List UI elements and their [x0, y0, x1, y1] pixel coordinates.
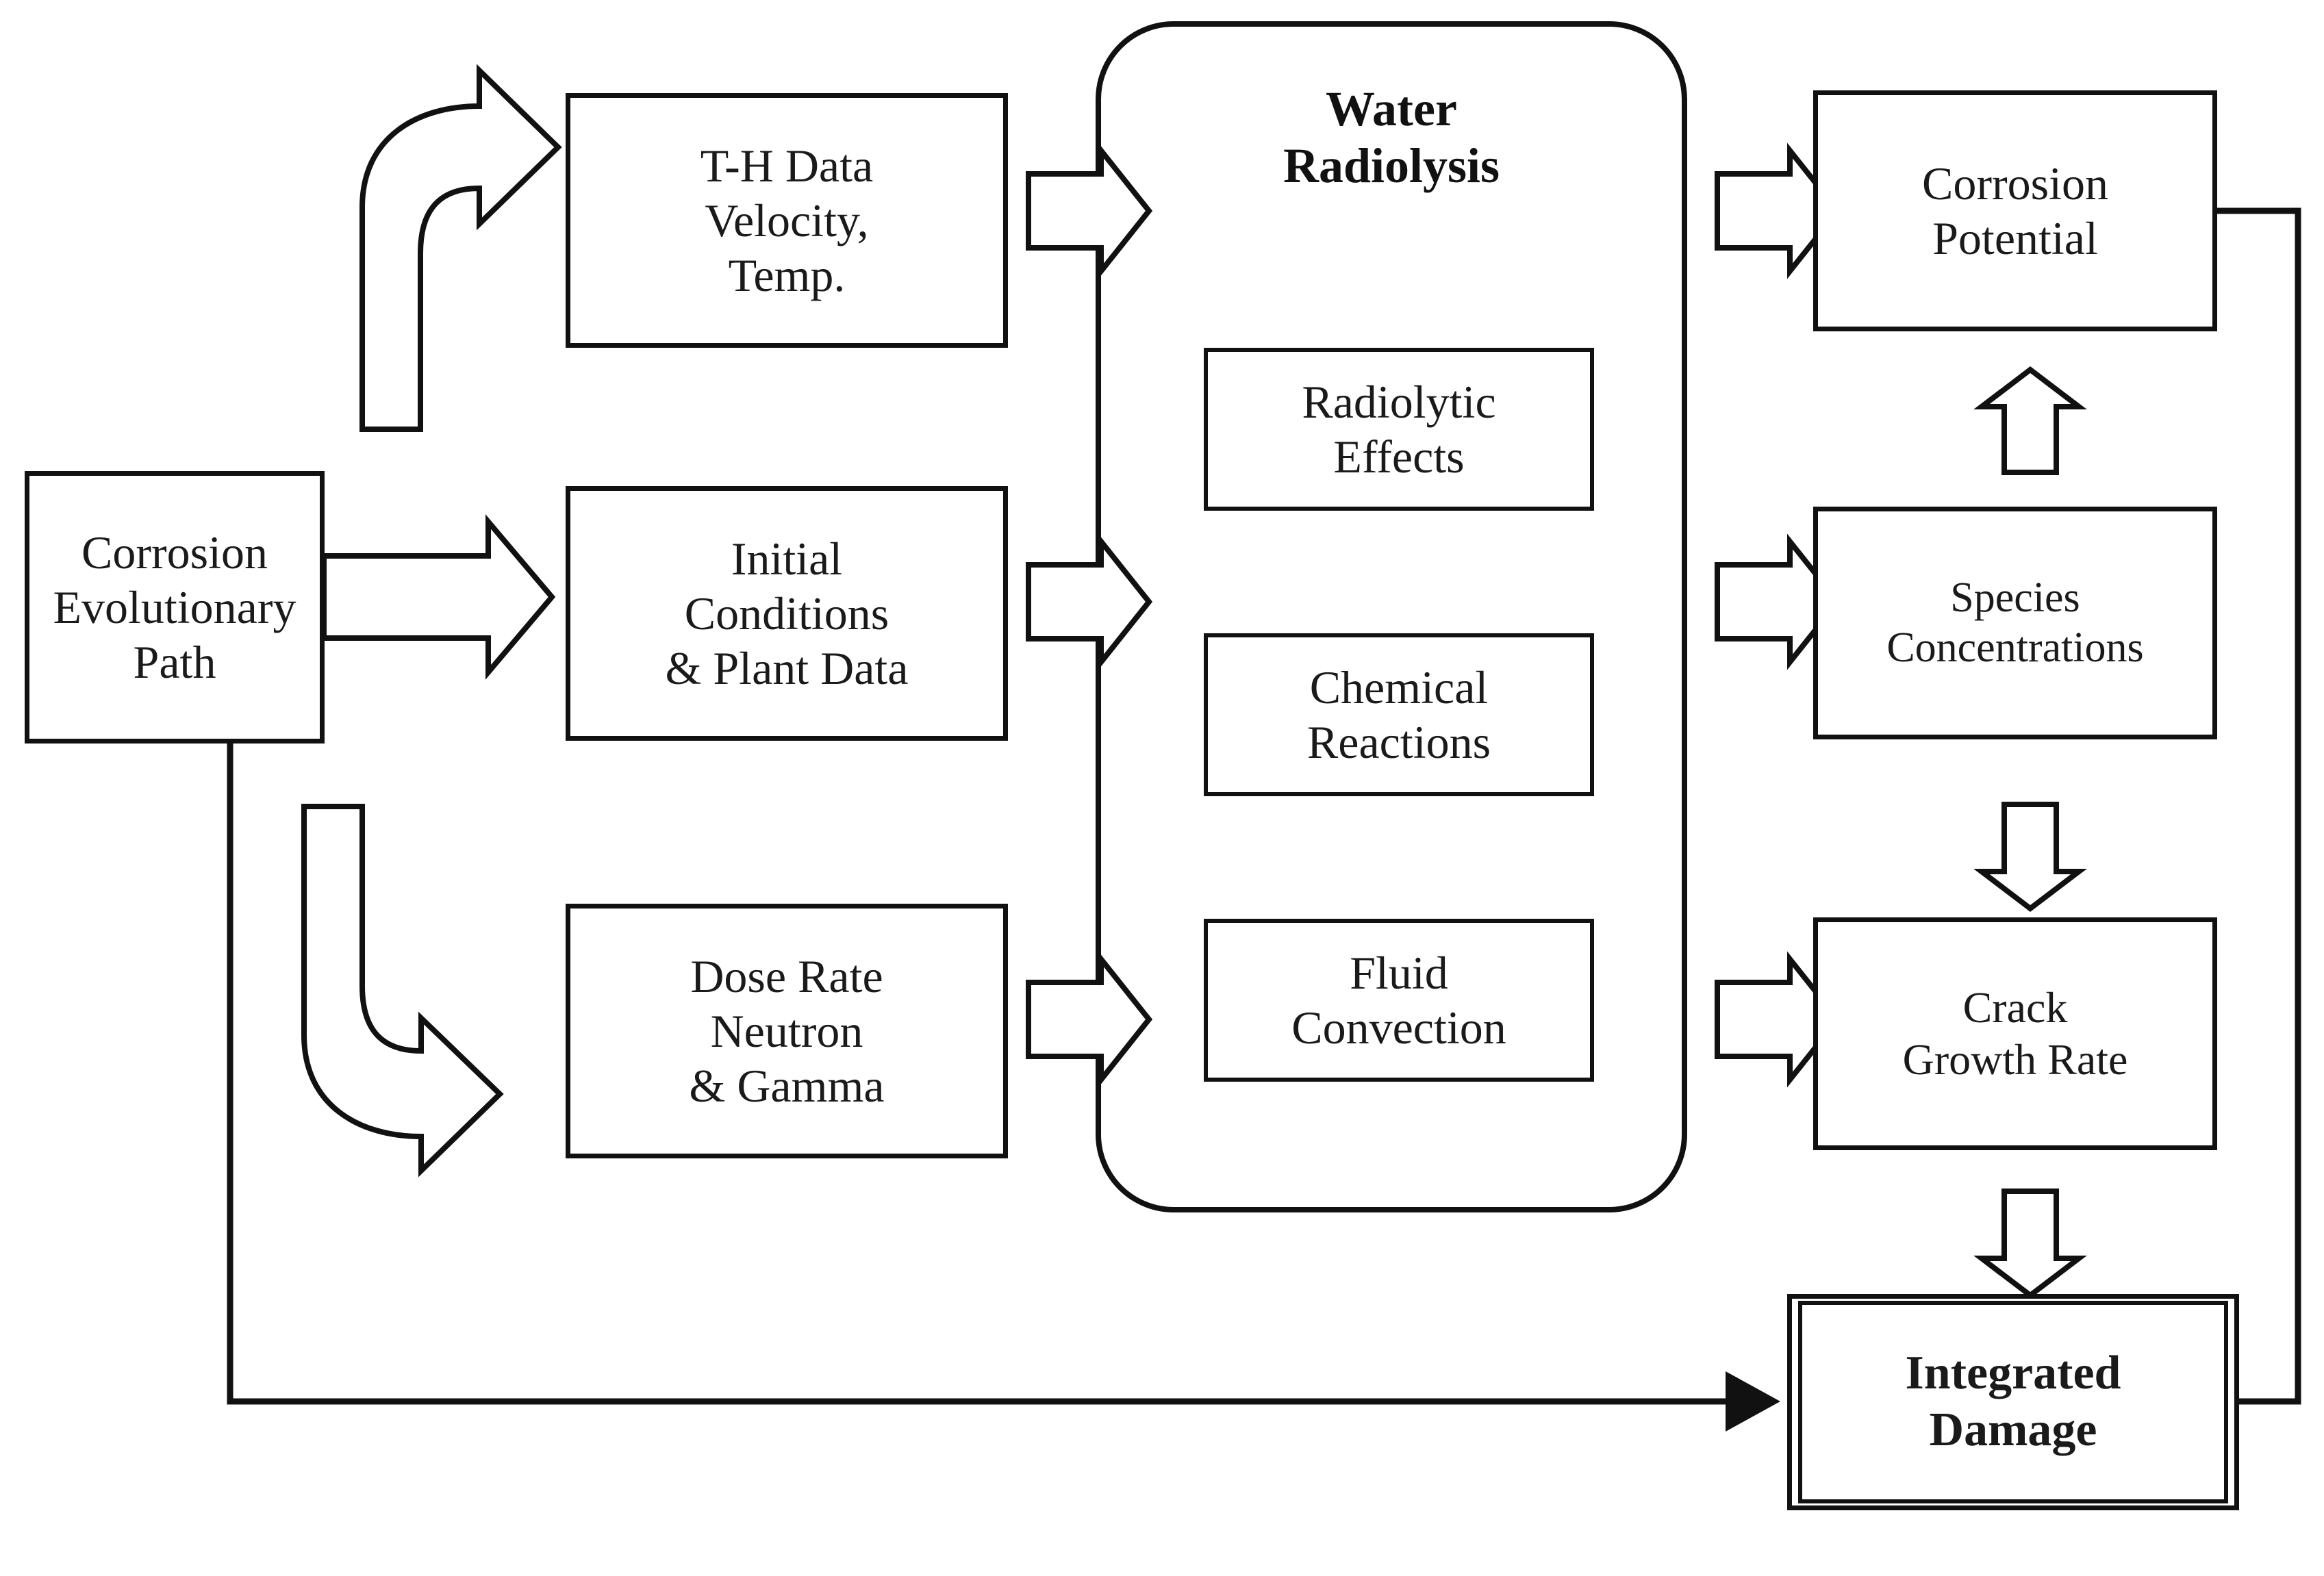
cep-to-integrated-damage-arrowhead: [1726, 1371, 1780, 1432]
cep-to-dose-rate-arrow: [301, 804, 504, 1178]
cep-to-th-data-arrow: [359, 64, 562, 432]
species-concentrations-to-corrosion-potential-arrow: [1973, 366, 2087, 475]
crack-growth-rate-to-integrated-damage-arrow: [1973, 1189, 2087, 1299]
cep-to-initial-conditions-arrow: [321, 514, 556, 680]
th-data-to-water-radiolysis-arrow: [1026, 142, 1153, 279]
species-concentrations-to-crack-growth-rate-arrow: [1973, 802, 2087, 913]
initial-conditions-to-water-radiolysis-arrow: [1026, 533, 1153, 670]
cep-to-integrated-damage-line: [227, 741, 1753, 1405]
dose-rate-to-water-radiolysis-arrow: [1026, 951, 1153, 1088]
corrosion-potential-to-integrated-damage-line: [2212, 207, 2301, 1405]
